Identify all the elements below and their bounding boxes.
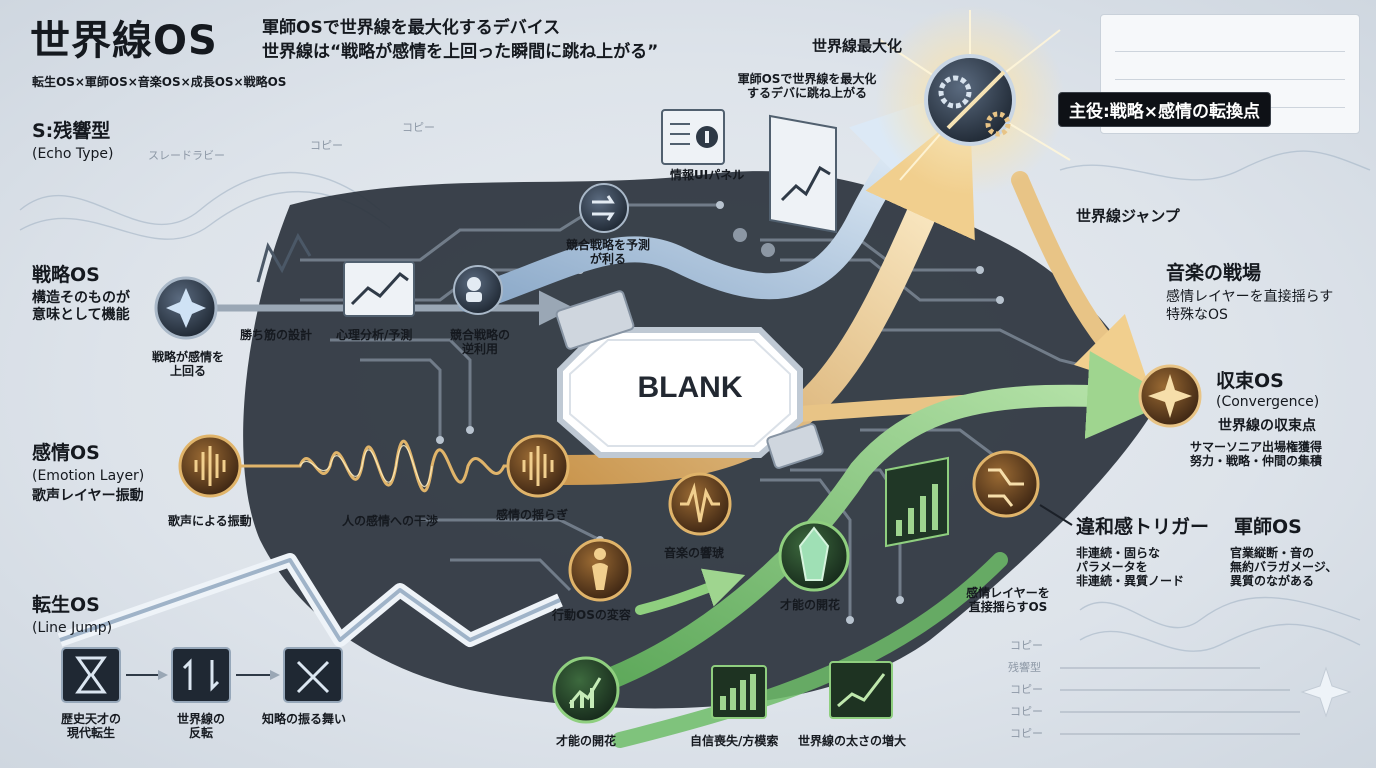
- genius-reincarnation-label: 歴史天才の 現代転生: [60, 712, 121, 741]
- green-bar-panel: [885, 456, 949, 548]
- behavior-node: [568, 538, 632, 602]
- worldline-max-label: 世界線最大化: [812, 37, 903, 55]
- tagline-1: 軍師OSで世界線を最大化するデバイス: [262, 18, 561, 38]
- dissonance-desc: 非連続・固らな パラメータを 非連続・異質ノード: [1076, 546, 1185, 589]
- green-chart-icon-2: [829, 661, 893, 719]
- faint-copy-label: コピー: [310, 139, 343, 152]
- note-line: [1115, 79, 1345, 80]
- emotion-sway-label: 感情の揺らぎ: [496, 508, 569, 522]
- music-node: [668, 472, 732, 536]
- competitive-use-label: 競合戦略の 逆利用: [449, 328, 510, 357]
- circuit-node: [972, 450, 1040, 518]
- faint-copy-label: コピー: [402, 121, 435, 134]
- note-line: [1115, 51, 1345, 52]
- strategy-over-emotion-label: 戦略が感情を 上回る: [151, 350, 224, 379]
- hourglass-icon: [61, 647, 121, 703]
- behavior-change-label: 行動OSの変容: [552, 608, 631, 622]
- green-arrow-stream: [569, 351, 1176, 701]
- zigzag-arrow-icon: [256, 232, 312, 283]
- faint-echo-label: 残響型: [1008, 661, 1041, 674]
- emotion-os-node: [178, 434, 242, 498]
- music-battlefield-desc: 感情レイヤーを直接揺らす 特殊なOS: [1166, 289, 1334, 324]
- strategy-desc: 構造そのものが 意味として機能: [32, 290, 130, 323]
- convergence-title: 収束OS: [1216, 370, 1284, 392]
- tactician-title: 軍師OS: [1234, 516, 1302, 538]
- green-arrow-mid: [635, 568, 746, 615]
- center-frame-inner: [569, 339, 791, 447]
- talent-low-node: [552, 656, 620, 724]
- competitive-predict-label: 競合戦略を予測 が利る: [565, 238, 650, 267]
- gold-arrow-side: [1011, 171, 1151, 391]
- page-title: 世界線OS: [30, 18, 218, 64]
- psych-analysis-label: 心理分析/予測: [336, 328, 413, 342]
- top-caption: 軍師OSで世界線を最大化 するデバに跳ね上がる: [737, 72, 877, 101]
- emotion-title: 感情OS: [32, 442, 100, 464]
- reincarnation-title: 転生OS: [32, 594, 100, 616]
- convergence-detail: サマーソニア出場権獲得 努力・戦略・仲間の集積: [1189, 440, 1322, 469]
- music-battlefield-title: 音楽の戦場: [1166, 262, 1262, 284]
- talent-bloom-low-label: 才能の開花: [556, 734, 617, 748]
- center-label: BLANK: [637, 371, 743, 404]
- emotion-layer-direct-label: 感情レイヤーを 直接揺らすOS: [966, 586, 1050, 615]
- info-panel-icon: [661, 109, 725, 165]
- music-sound-label: 音楽の響琥: [664, 546, 725, 560]
- emotion-wave-glow: [299, 445, 433, 487]
- winning-design-label: 勝ち筋の設計: [240, 328, 313, 342]
- confidence-search-label: 自信喪失/方模索: [690, 734, 779, 748]
- singing-vibration-label: 歌声による振動: [168, 514, 252, 528]
- crossed-arrows-icon: [283, 647, 343, 703]
- worldline-max-node: [924, 54, 1016, 146]
- green-chart-icon-1: [711, 665, 767, 719]
- emotion-desc: 歌声レイヤー振動: [32, 488, 144, 504]
- predict-node: [579, 183, 629, 233]
- os-list: 転生OS×軍師OS×音楽OS×成長OS×戦略OS: [32, 75, 287, 89]
- wisdom-behavior-label: 知略の振る舞い: [262, 712, 347, 726]
- dissonance-title: 違和感トリガー: [1076, 516, 1210, 538]
- worldline-reverse-label: 世界線の 反転: [176, 712, 225, 741]
- info-panel-label: 情報UIパネル: [670, 168, 745, 182]
- human-interference-label: 人の感情への干渉: [342, 514, 439, 528]
- faint-slide-label: スレードラビー: [148, 149, 225, 162]
- worldline-thickness-label: 世界線の太さの増大: [798, 734, 907, 748]
- info-chart-panel: [769, 114, 837, 234]
- tagline-2: 世界線は“戦略が感情を上回った瞬間に跳ね上がる”: [262, 42, 659, 62]
- strategy-node: [154, 276, 218, 340]
- worldline-jump-label: 世界線ジャンプ: [1076, 207, 1180, 225]
- emotion-en: (Emotion Layer): [32, 468, 145, 484]
- talent-crystal-node: [778, 520, 850, 592]
- reincarnation-en: (Line Jump): [32, 620, 113, 636]
- tactician-desc: 官業縦断・音の 無約バラガメージ、 異質のながある: [1230, 546, 1338, 589]
- convergence-en: (Convergence): [1216, 394, 1320, 410]
- protagonist-callout: 主役:戦略×感情の転換点: [1058, 92, 1272, 127]
- echo-en: (Echo Type): [32, 146, 114, 162]
- faint-copy-label: コピー: [1010, 683, 1043, 696]
- talent-bloom-mid-label: 才能の開花: [780, 598, 841, 612]
- echo-title: S:残響型: [32, 120, 111, 142]
- faint-copy-label: コピー: [1010, 727, 1043, 740]
- convergence-node: [1138, 364, 1202, 428]
- connector-block: [555, 290, 824, 469]
- competitive-node: [453, 265, 503, 315]
- faint-copy-label: コピー: [1010, 639, 1043, 652]
- right-faint-lines: [1060, 667, 1300, 735]
- convergence-desc: 世界線の収束点: [1218, 418, 1316, 434]
- line-jump-bolt-core: [59, 558, 561, 642]
- sparkle-icon: [1300, 666, 1352, 718]
- emotion-sway-node: [506, 434, 570, 498]
- strategy-title: 戦略OS: [32, 264, 100, 286]
- analysis-chart-icon: [343, 261, 415, 317]
- reverse-arrows-icon: [171, 647, 231, 703]
- dissonance-pointer: [1039, 504, 1073, 526]
- faint-copy-label: コピー: [1010, 705, 1043, 718]
